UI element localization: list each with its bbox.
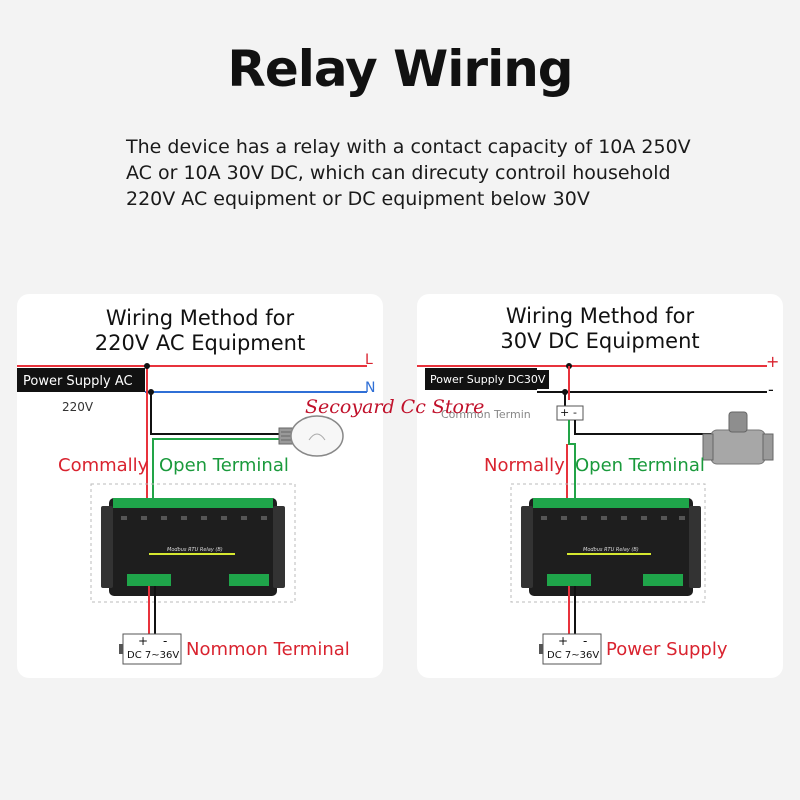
bottom-supply-label: Power Supply [606, 639, 728, 660]
description-line: The device has a relay with a contact ca… [126, 136, 691, 158]
dc-range-label: DC 7~36V [547, 650, 600, 661]
open-terminal-label: Open Terminal [575, 455, 705, 476]
terminal-plus-label: + [560, 406, 570, 419]
switched-wire [152, 438, 283, 499]
power-supply-label: Power Supply DC30V [426, 370, 550, 389]
line-minus-label: - [768, 380, 774, 399]
dc-minus-label: - [583, 634, 588, 648]
relay-module [529, 498, 693, 596]
description: The device has a relay with a contact ca… [126, 134, 766, 212]
switched-wire [568, 420, 576, 499]
common-terminal-label: Common Termin [441, 408, 531, 421]
top-terminal-block [533, 498, 689, 508]
normally-label: Normally [484, 455, 565, 476]
relay-module [109, 498, 277, 596]
dc-wiring-panel: Wiring Method for 30V DC Equipment Power… [417, 294, 783, 678]
line-n-label: N [365, 380, 376, 396]
valve-return-wire [574, 420, 727, 435]
bottom-terminal-block [547, 574, 591, 586]
junction-dot [148, 389, 154, 395]
store-watermark: Secoyard Cc Store [305, 396, 485, 418]
ac-panel-title-line1: Wiring Method for [105, 306, 295, 330]
bottom-terminal-block [127, 574, 171, 586]
ac-panel-title-line2: 220V AC Equipment [94, 331, 306, 355]
line-plus-label: + [766, 352, 780, 371]
description-line: AC or 10A 30V DC, which can direcuty con… [126, 162, 671, 184]
ac-wiring-diagram [17, 363, 367, 665]
device-brand: Modbus RTU Relay (B) [167, 547, 223, 553]
dc-minus-label: - [163, 634, 168, 648]
top-terminal-block [113, 498, 273, 508]
device-outline [90, 483, 296, 603]
dc-panel-title-line1: Wiring Method for [505, 304, 695, 328]
dc-supply-box [122, 633, 182, 665]
junction-dot [144, 363, 150, 369]
open-terminal-label: Open Terminal [159, 455, 289, 476]
common-label: Commally [58, 455, 149, 476]
page-title: Relay Wiring [227, 40, 573, 98]
device-outline [510, 483, 706, 603]
dc-plus-label: + [138, 634, 149, 648]
power-supply-label: Power Supply AC [19, 371, 137, 392]
line-l-label: L [365, 352, 373, 368]
device-brand: Modbus RTU Relay (B) [583, 547, 639, 553]
light-bulb-icon [278, 415, 344, 457]
bottom-terminal-label: Nommon Terminal [186, 639, 350, 660]
dc-range-label: DC 7~36V [127, 650, 180, 661]
dc-panel-title-line2: 30V DC Equipment [500, 329, 700, 353]
description-line: 220V AC equipment or DC equipment below … [126, 188, 590, 210]
dc-plus-label: + [558, 634, 569, 648]
solenoid-valve-icon [702, 411, 774, 465]
ac-wiring-panel: Wiring Method for 220V AC Equipment Powe… [17, 294, 383, 678]
voltage-label: 220V [62, 400, 94, 414]
terminal-minus-label: - [573, 406, 577, 419]
lamp-neutral-wire [150, 392, 283, 435]
